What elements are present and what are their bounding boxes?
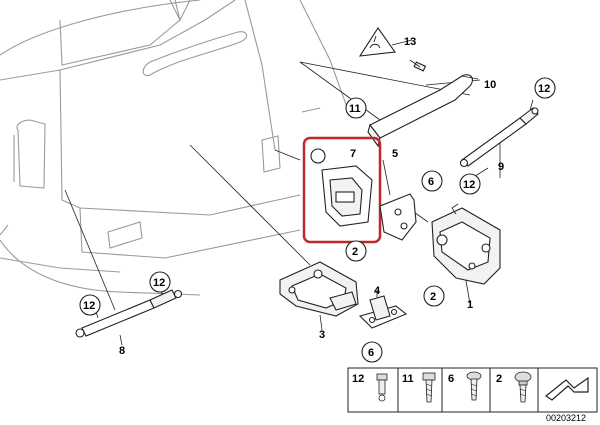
- legend-item-12-label: 12: [352, 373, 364, 385]
- callout-2-mid: 2: [352, 246, 358, 258]
- callout-6-bottom: 6: [368, 347, 374, 359]
- callout-12-left: 12: [153, 277, 165, 289]
- callout-11-circle: [345, 97, 367, 119]
- warning-label-part: [358, 27, 396, 57]
- gas-strut-right: [459, 107, 539, 168]
- handle-trim-part: [367, 74, 479, 148]
- screw-icon: [422, 372, 436, 403]
- lower-lock-part: [279, 261, 359, 317]
- callout-4: 4: [374, 285, 381, 297]
- striker-part: [358, 295, 408, 329]
- callout-6-top-circle: [421, 170, 443, 192]
- callout-2-right: 2: [430, 291, 436, 303]
- callout-6-top: 6: [428, 176, 434, 188]
- callouts: 13 10 12 11 7 5 9 6 12 2 12 4 2 1 12 3 8…: [79, 36, 556, 363]
- torx-screw-icon: [466, 371, 482, 401]
- view-direction-icon: [544, 376, 589, 401]
- callout-6-bottom-circle: [361, 341, 383, 363]
- callout-12-left-circle: [149, 271, 171, 293]
- lock-mechanism-part: [431, 203, 501, 285]
- callout-2-mid-circle: [345, 240, 367, 262]
- callout-12-top-circle: [534, 77, 556, 99]
- callout-1: 1: [467, 299, 473, 311]
- callout-12-top: 12: [538, 83, 550, 95]
- rivet-nut-icon: [376, 373, 388, 402]
- fastener-legend: 12 11 6 2: [347, 367, 598, 413]
- gas-strut-left: [75, 289, 183, 338]
- callout-2-right-circle: [423, 285, 445, 307]
- diagram-reference: 00203212: [546, 413, 586, 423]
- bracket-part: [379, 193, 417, 241]
- callout-12-right: 12: [463, 179, 475, 191]
- highlight-frame: [302, 136, 382, 244]
- callout-12-right-circle: [459, 173, 481, 195]
- callout-8: 8: [119, 345, 125, 357]
- callout-13: 13: [404, 36, 416, 48]
- legend-item-2-label: 2: [496, 373, 502, 385]
- callout-12-bottom-circle: [79, 294, 101, 316]
- bolt-icon: [514, 371, 532, 403]
- callout-11: 11: [349, 103, 361, 115]
- legend-item-6-label: 6: [448, 373, 454, 385]
- lock-actuator-part: [310, 148, 373, 227]
- callout-3: 3: [319, 329, 325, 341]
- callout-5: 5: [392, 148, 398, 160]
- legend-item-11-label: 11: [402, 373, 414, 385]
- small-bolt-part: [409, 59, 427, 72]
- callout-9: 9: [498, 161, 504, 173]
- callout-12-bottom: 12: [83, 300, 95, 312]
- callout-10: 10: [484, 79, 496, 91]
- callout-7: 7: [350, 148, 356, 160]
- vehicle-rear-outline: [0, 0, 349, 296]
